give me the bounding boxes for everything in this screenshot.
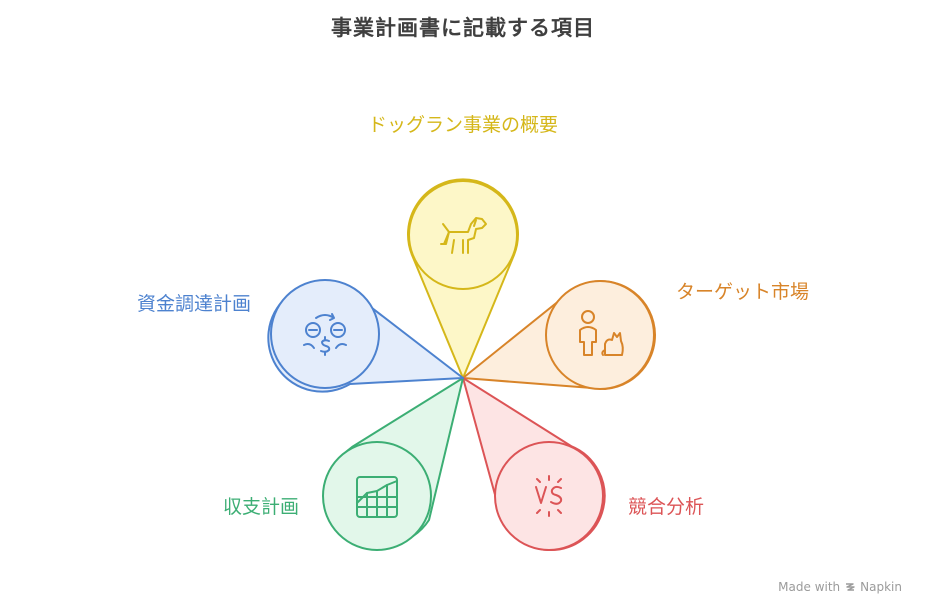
growth-chart-icon	[356, 476, 398, 518]
petal-dog-run-overview	[407, 178, 519, 379]
currency-exchange-icon	[303, 313, 347, 356]
label-target-market: ターゲット市場	[676, 281, 810, 303]
made-with-napkin-footer: Made with Napkin	[778, 580, 902, 594]
label-dog-run-overview: ドッグラン事業の概要	[367, 114, 559, 136]
diagram-title: 事業計画書に記載する項目	[331, 16, 595, 40]
label-income-expense-plan: 収支計画	[222, 496, 299, 518]
petal-competitive-analysis	[462, 377, 606, 552]
napkin-logo-icon	[846, 583, 855, 591]
dog-icon	[440, 217, 487, 254]
label-competitive-analysis: 競合分析	[628, 496, 705, 518]
petal-funding-plan	[267, 279, 464, 393]
vs-icon	[535, 475, 563, 517]
made-with-text: Made with	[778, 580, 841, 594]
petal-target-market	[462, 280, 656, 390]
person-and-cat-icon	[579, 310, 624, 356]
petal-income-expense-plan	[322, 377, 464, 551]
label-funding-plan: 資金調達計画	[136, 293, 251, 315]
napkin-brand-text: Napkin	[860, 580, 902, 594]
